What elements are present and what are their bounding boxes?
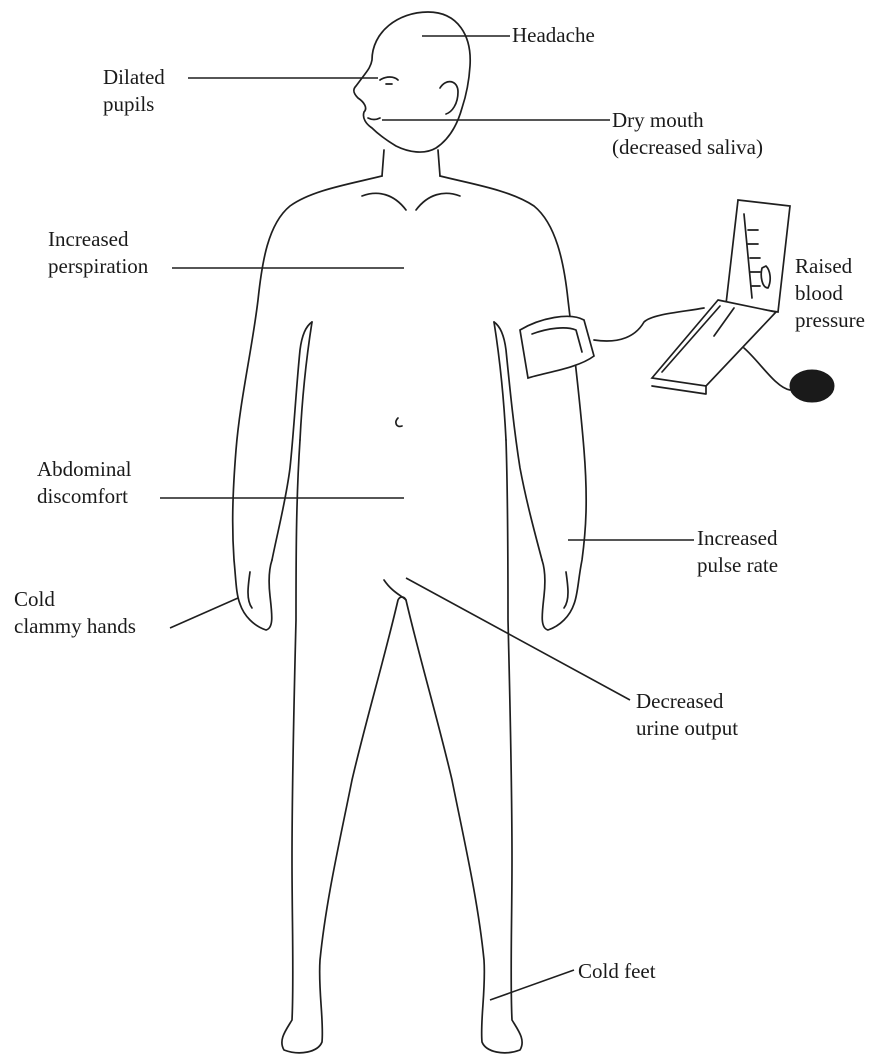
label-cold-clammy-hands: Cold clammy hands xyxy=(14,586,136,640)
label-cold-feet: Cold feet xyxy=(578,958,656,985)
label-headache: Headache xyxy=(512,22,595,49)
label-raised-blood-pressure: Raised blood pressure xyxy=(795,253,865,334)
label-decreased-urine-output: Decreased urine output xyxy=(636,688,738,742)
label-dry-mouth: Dry mouth (decreased saliva) xyxy=(612,107,763,161)
label-increased-perspiration: Increased perspiration xyxy=(48,226,148,280)
sphygmomanometer-icon xyxy=(520,200,834,402)
label-abdominal-discomfort: Abdominal discomfort xyxy=(37,456,132,510)
label-increased-pulse-rate: Increased pulse rate xyxy=(697,525,778,579)
human-body-outline-icon xyxy=(233,12,586,1053)
leader-lines xyxy=(160,36,694,1000)
label-dilated-pupils: Dilated pupils xyxy=(103,64,165,118)
